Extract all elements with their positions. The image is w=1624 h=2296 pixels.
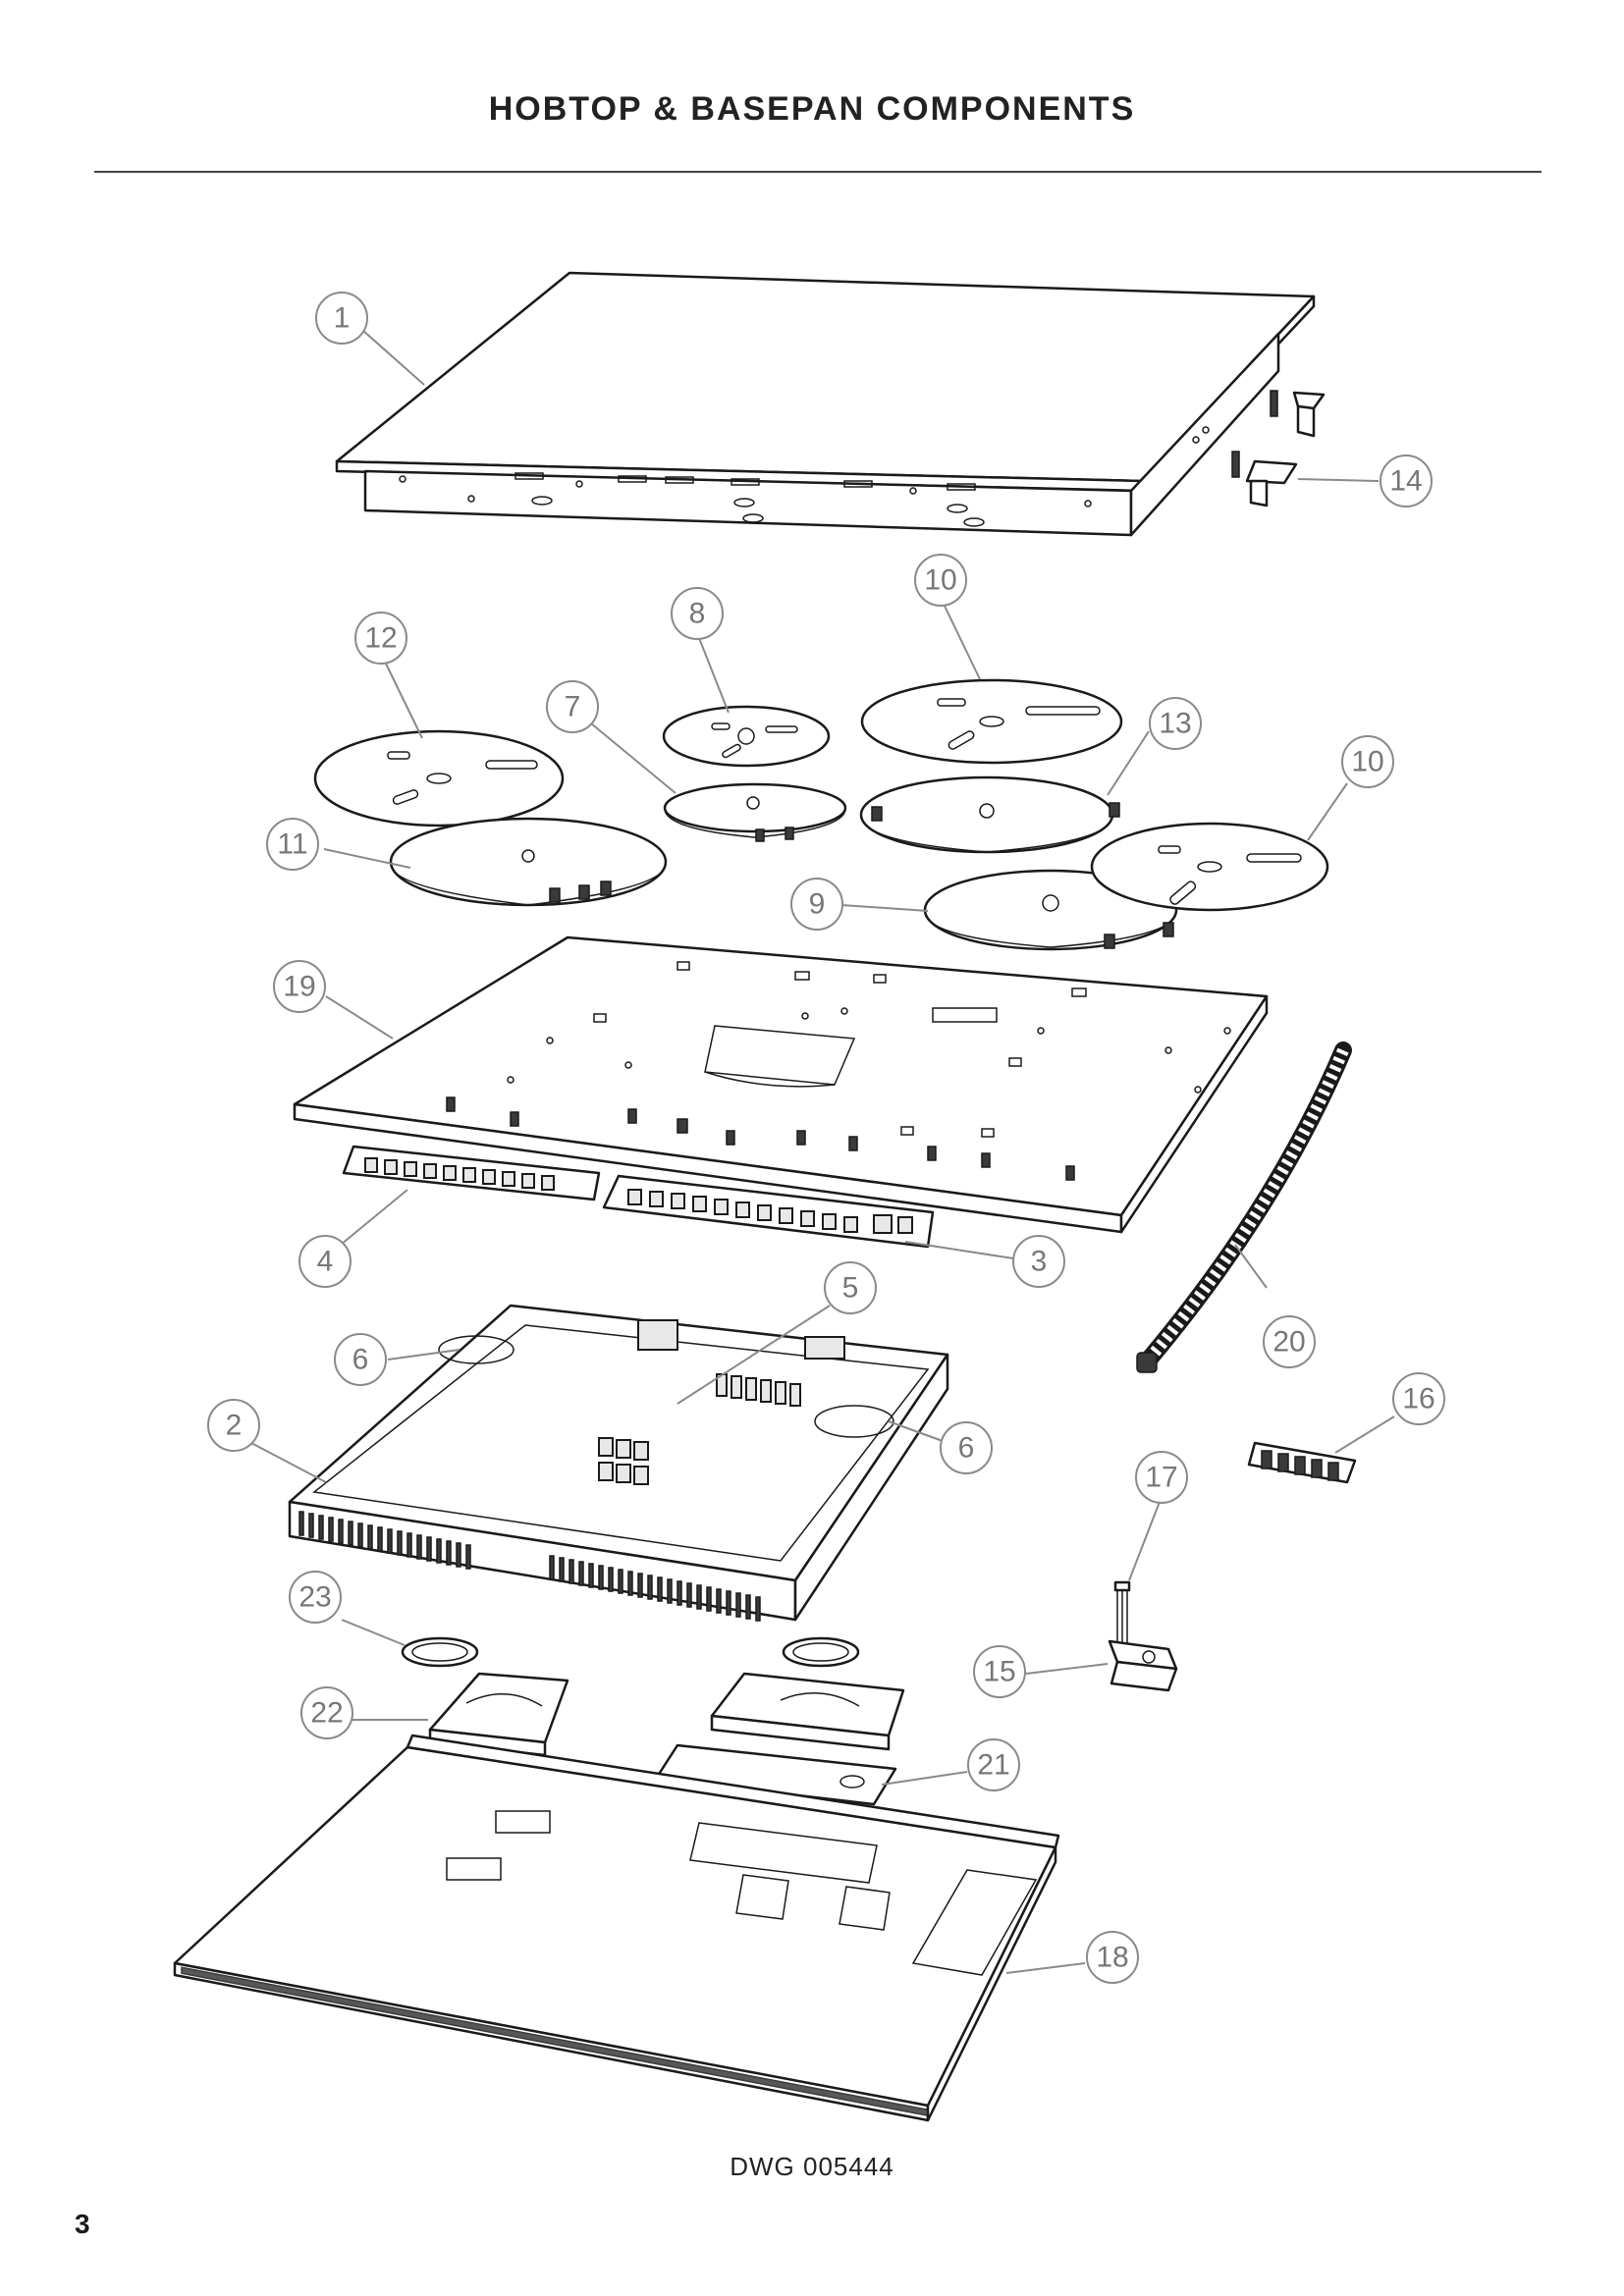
svg-text:5: 5 — [842, 1272, 859, 1305]
part-element-disc-10b — [1090, 822, 1329, 912]
svg-text:14: 14 — [1389, 465, 1422, 498]
callout-18: 17 — [1135, 1451, 1188, 1504]
callout-10a: 10 — [914, 554, 967, 607]
part-element-disc-8 — [662, 705, 831, 768]
svg-text:3: 3 — [1031, 1246, 1048, 1278]
part-element-coil-7 — [663, 782, 847, 842]
part-screw — [1113, 1580, 1131, 1650]
callout-10b: 10 — [1341, 735, 1394, 788]
part-element-disc-12 — [313, 729, 565, 828]
callout-15: 18 — [1086, 1931, 1139, 1984]
callout-7: 7 — [546, 680, 599, 733]
svg-text:6: 6 — [958, 1432, 975, 1465]
title-divider — [94, 171, 1542, 173]
part-fan-housing-right — [710, 1672, 905, 1751]
svg-text:10: 10 — [924, 564, 956, 597]
part-cable-sleeve — [1136, 1041, 1352, 1373]
part-pcb-4 — [342, 1145, 601, 1201]
svg-text:19: 19 — [283, 971, 315, 1003]
callout-5: 5 — [824, 1261, 877, 1314]
callout-21: 21 — [967, 1738, 1020, 1791]
callout-3: 3 — [1012, 1235, 1065, 1288]
svg-text:21: 21 — [977, 1749, 1009, 1782]
callout-8: 8 — [671, 587, 724, 640]
part-hobtop-glass — [335, 271, 1316, 537]
svg-text:6: 6 — [352, 1344, 369, 1376]
svg-text:1: 1 — [334, 302, 351, 335]
callout-19: 19 — [273, 960, 326, 1013]
svg-text:22: 22 — [310, 1697, 343, 1730]
part-element-coil-13 — [859, 775, 1120, 854]
callout-20: 20 — [1263, 1315, 1316, 1368]
part-cover-plate — [654, 1743, 897, 1806]
svg-text:17: 17 — [1145, 1462, 1177, 1494]
callout-14: 14 — [1380, 454, 1433, 507]
callout-2: 2 — [207, 1399, 260, 1452]
callout-13: 13 — [1149, 697, 1202, 750]
part-seal-ring-right — [782, 1636, 860, 1668]
svg-text:4: 4 — [317, 1246, 334, 1278]
callout-16: 15 — [973, 1645, 1026, 1698]
callout-1: 1 — [315, 292, 368, 345]
svg-text:20: 20 — [1272, 1326, 1305, 1359]
svg-text:7: 7 — [565, 691, 581, 723]
part-mounting-brackets — [1231, 390, 1326, 507]
page-title: HOBTOP & BASEPAN COMPONENTS — [488, 90, 1136, 128]
svg-text:12: 12 — [364, 622, 397, 655]
part-seal-ring-left — [401, 1636, 479, 1668]
callout-9: 9 — [790, 878, 843, 931]
part-element-coil-11 — [389, 817, 668, 907]
svg-text:23: 23 — [298, 1581, 331, 1614]
callout-11: 11 — [266, 818, 319, 871]
part-chassis-plate — [293, 935, 1269, 1234]
callout-4: 4 — [298, 1235, 352, 1288]
svg-text:8: 8 — [689, 598, 706, 630]
svg-text:16: 16 — [1402, 1383, 1435, 1415]
svg-text:9: 9 — [809, 888, 826, 921]
leader-lines — [250, 330, 1395, 1974]
part-element-disc-10a — [860, 678, 1123, 765]
page-number: 3 — [75, 2209, 90, 2239]
svg-text:10: 10 — [1351, 746, 1383, 778]
part-pcb-3 — [602, 1174, 935, 1249]
part-base-frame — [288, 1304, 949, 1622]
part-terminal-block — [1247, 1441, 1357, 1484]
drawing-number: DWG 005444 — [730, 2152, 894, 2181]
callout-6a: 6 — [334, 1333, 387, 1386]
callout-22: 22 — [300, 1686, 353, 1739]
callout-23: 23 — [289, 1571, 342, 1624]
svg-text:2: 2 — [226, 1410, 243, 1442]
svg-text:15: 15 — [983, 1656, 1015, 1688]
svg-text:13: 13 — [1159, 708, 1191, 740]
callout-6b: 6 — [940, 1421, 993, 1474]
callout-12: 12 — [354, 612, 407, 665]
part-cable-clamp — [1108, 1639, 1178, 1692]
svg-text:18: 18 — [1096, 1942, 1128, 1974]
callout-17: 16 — [1392, 1372, 1445, 1425]
svg-text:11: 11 — [277, 828, 307, 861]
part-base-pan — [173, 1734, 1060, 2122]
